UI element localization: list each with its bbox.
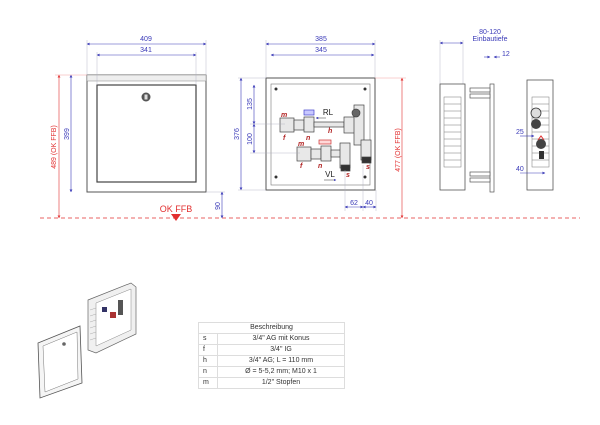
marker-m: m [298,141,304,148]
marker-s: s [346,172,350,179]
legend-key: h [198,355,218,367]
valve-side-icon [530,107,546,159]
dim-376: 376 [234,128,241,140]
return-manifold [279,104,365,146]
marker-f: f [283,135,286,142]
einbautiefe-label: Einbautiefe [472,36,507,43]
dim-409: 409 [140,36,152,43]
dim-100: 100 [247,133,254,145]
open-view: 385 345 376 135 100 477 (OK FFB) 62 40 R… [234,36,406,219]
dim-40-side: 40 [516,166,524,173]
marker-n: n [306,135,310,142]
side-views: 80-120 Einbautiefe 12 25 [439,29,554,193]
legend-value: 3/4" AG; L = 110 mm [217,355,345,367]
dim-399: 399 [64,128,71,140]
dim-135: 135 [247,98,254,110]
legend-key: n [198,366,218,378]
vl-label: VL [325,170,335,179]
dim-80-120: 80-120 [479,29,501,36]
flow-manifold [296,139,372,172]
marker-f: f [300,163,303,170]
legend-key: s [198,333,218,345]
legend-value: 3/4" IG [217,344,345,356]
marker-s: s [366,164,370,171]
dim-90: 90 [215,202,222,210]
legend-value: 1/2" Stopfen [217,377,345,389]
dim-345: 345 [315,47,327,54]
dim-25: 25 [516,129,524,136]
legend-value: Ø = 5-5,2 mm; M10 x 1 [217,366,345,378]
marker-h: h [328,128,332,135]
dim-341: 341 [140,47,152,54]
dim-12: 12 [502,51,510,58]
floor-label: OK FFB [160,204,193,214]
legend-value: 3/4" AG mit Konus [217,333,345,345]
legend-key: f [198,344,218,356]
rl-label: RL [323,108,334,117]
legend-title: Beschreibung [198,322,345,334]
dim-489-ok-ffb: 489 (OK FFB) [51,125,58,169]
door-lock-icon [141,92,151,102]
front-view: 409 341 399 489 (OK FFB) 90 OK FFB [51,36,225,221]
dim-385: 385 [315,36,327,43]
legend-header: Beschreibung [198,322,345,334]
marker-n: n [318,163,322,170]
legend-key: m [198,377,218,389]
isometric-view [37,282,137,399]
floor-marker-icon [171,214,181,221]
dim-40: 40 [365,200,373,207]
dim-477-ok-ffb: 477 (OK FFB) [395,128,402,172]
marker-m: m [281,112,287,119]
dim-62: 62 [350,200,358,207]
